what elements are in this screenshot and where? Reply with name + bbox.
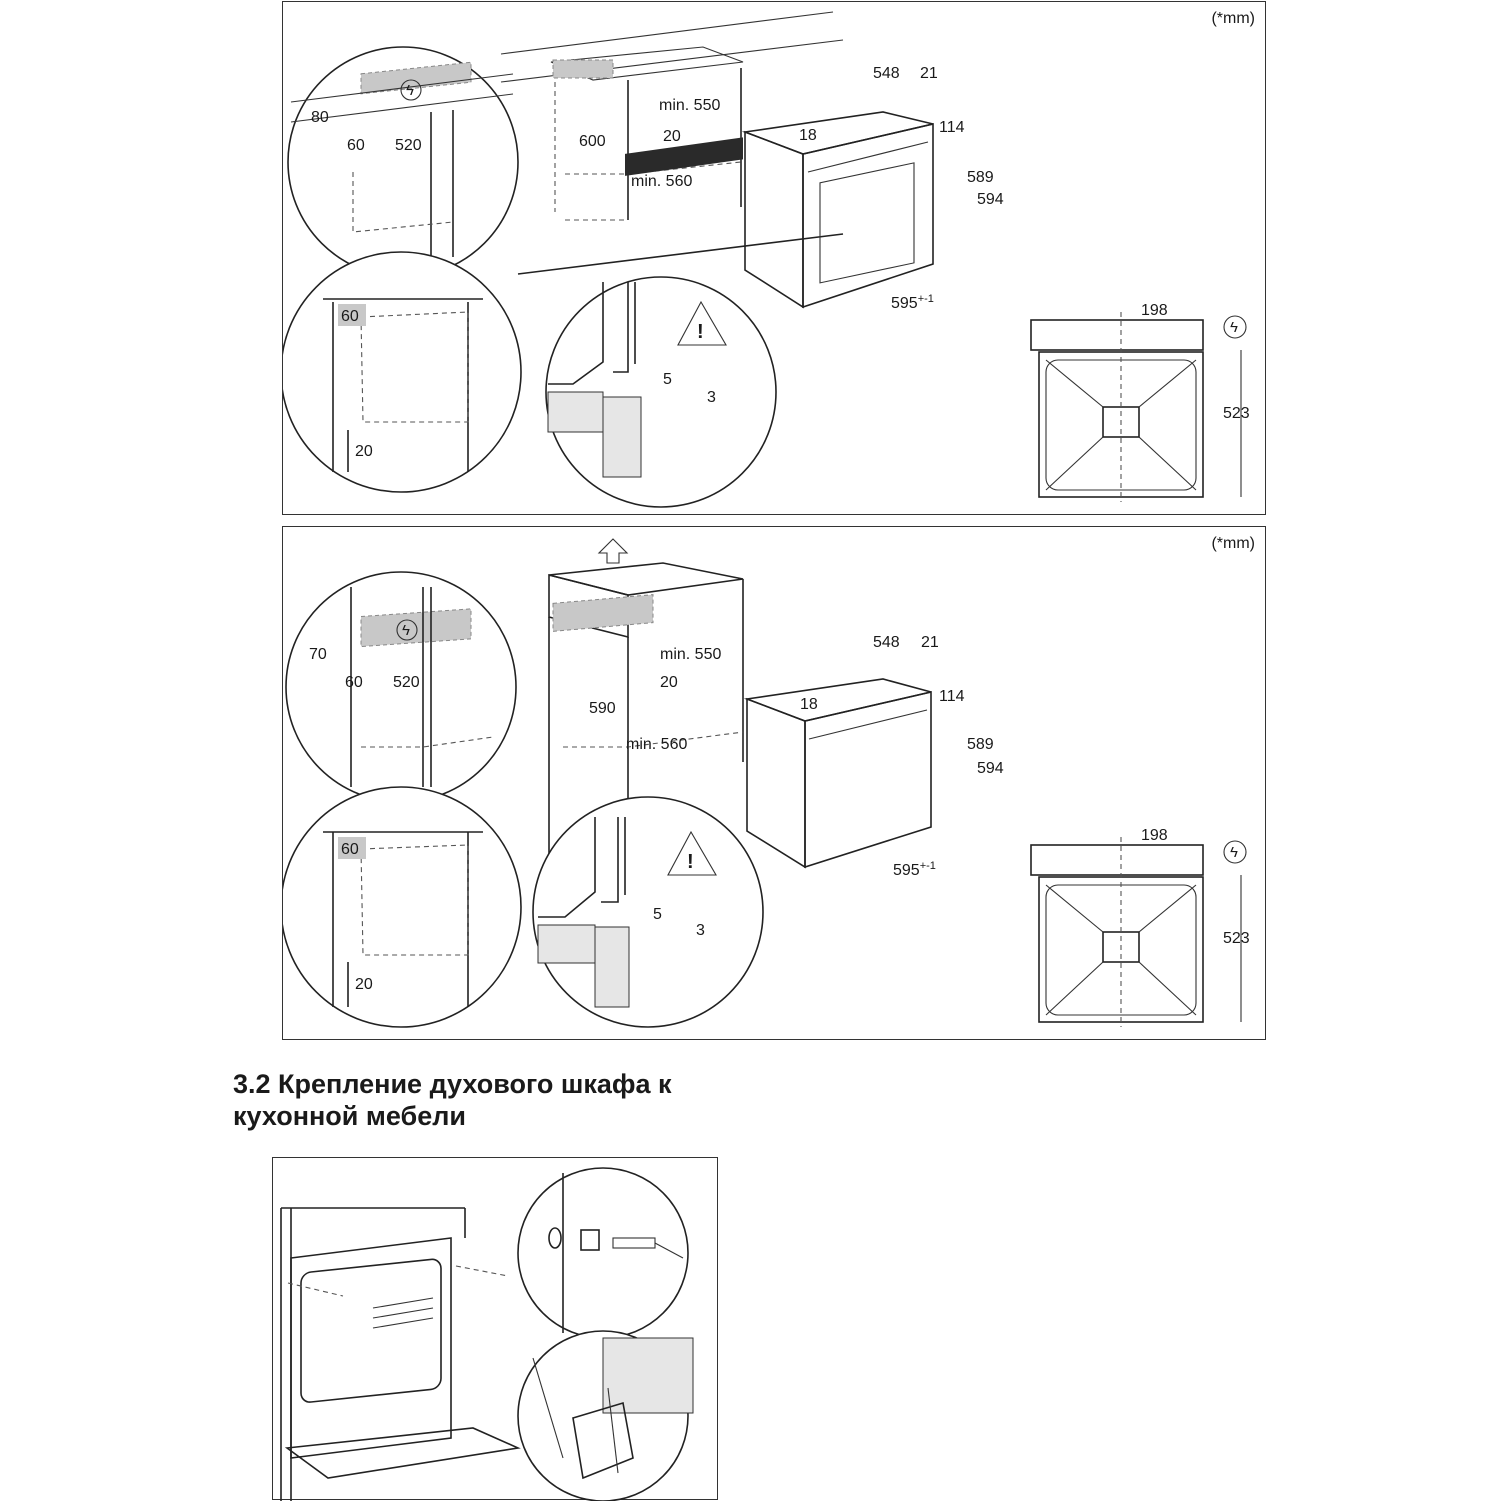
detail-circle-bracket	[517, 1330, 694, 1501]
detail-circle-top: ϟ	[287, 46, 519, 278]
dim-20-detail: 20	[355, 443, 373, 460]
dim-198: 198	[1141, 827, 1168, 844]
dim-80: 80	[311, 109, 329, 126]
dim-70: 70	[309, 646, 327, 663]
svg-text:!: !	[687, 851, 694, 873]
dim-3: 3	[696, 922, 705, 939]
svg-text:ϟ: ϟ	[406, 82, 414, 99]
installation-diagram-column: (*mm) ϟ	[282, 526, 1266, 1040]
dim-600: 600	[579, 133, 606, 150]
installation-diagram-under-counter: (*mm) ϟ	[282, 1, 1266, 515]
mounting-diagram	[272, 1157, 718, 1501]
mounting-svg	[280, 1167, 694, 1501]
dim-60: 60	[345, 674, 363, 691]
svg-text:!: !	[697, 321, 704, 343]
dim-594: 594	[977, 191, 1004, 208]
dim-min-550: min. 550	[660, 646, 721, 663]
hob-plan-view: ϟ	[1030, 837, 1247, 1027]
dim-114: 114	[939, 119, 965, 136]
dim-60-detail: 60	[341, 841, 359, 858]
svg-text:ϟ: ϟ	[1230, 319, 1238, 336]
detail-circle-top: ϟ	[285, 571, 517, 803]
up-arrow-icon	[597, 538, 629, 564]
countertop	[500, 11, 844, 275]
dim-18: 18	[799, 127, 817, 144]
dim-60: 60	[347, 137, 365, 154]
svg-text:ϟ: ϟ	[402, 622, 410, 639]
diagram-svg: ϟ !	[283, 11, 1250, 508]
oven-drawing	[741, 111, 934, 309]
dim-3: 3	[707, 389, 716, 406]
detail-circle-bottom	[283, 786, 522, 1028]
dim-5: 5	[653, 906, 662, 923]
dim-198: 198	[1141, 302, 1168, 319]
dim-595: 595+-1	[893, 860, 936, 879]
dim-20: 20	[660, 674, 678, 691]
dim-min-560: min. 560	[626, 736, 687, 753]
dim-18: 18	[800, 696, 818, 713]
dim-5: 5	[663, 371, 672, 388]
unit-note: (*mm)	[1211, 535, 1255, 552]
detail-circle-warning: !	[545, 276, 777, 508]
dim-520: 520	[393, 674, 420, 691]
tall-cabinet	[548, 562, 744, 867]
detail-circle-bottom	[283, 251, 522, 493]
dim-595: 595+-1	[891, 293, 934, 312]
dim-590: 590	[589, 700, 616, 717]
detail-circle-warning: !	[532, 796, 764, 1028]
dim-589: 589	[967, 736, 994, 753]
dim-min-550: min. 550	[659, 97, 720, 114]
dim-523: 523	[1223, 405, 1250, 422]
diagram-svg: ϟ !	[283, 538, 1250, 1028]
dim-20: 20	[663, 128, 681, 145]
unit-note: (*mm)	[1211, 10, 1255, 27]
dim-548: 548	[873, 65, 900, 82]
hob-plan-view: ϟ	[1030, 312, 1247, 502]
section-heading-line1: 3.2 Крепление духового шкафа к	[233, 1069, 672, 1099]
dim-589: 589	[967, 169, 994, 186]
dim-548: 548	[873, 634, 900, 651]
section-heading-line2: кухонной мебели	[233, 1101, 466, 1131]
section-heading: 3.2 Крепление духового шкафа к кухонной …	[233, 1068, 793, 1132]
dim-523: 523	[1223, 930, 1250, 947]
dim-114: 114	[939, 688, 965, 705]
dim-60-detail: 60	[341, 308, 359, 325]
oven-drawing	[743, 678, 932, 869]
cabinet-niche	[554, 68, 743, 221]
dim-594: 594	[977, 760, 1004, 777]
dim-21: 21	[920, 65, 938, 82]
detail-circle-screw	[517, 1167, 689, 1339]
dim-20-detail: 20	[355, 976, 373, 993]
dim-min-560: min. 560	[631, 173, 692, 190]
oven-in-cabinet	[280, 1207, 521, 1501]
dim-520: 520	[395, 137, 422, 154]
dim-21: 21	[921, 634, 939, 651]
svg-text:ϟ: ϟ	[1230, 844, 1238, 861]
